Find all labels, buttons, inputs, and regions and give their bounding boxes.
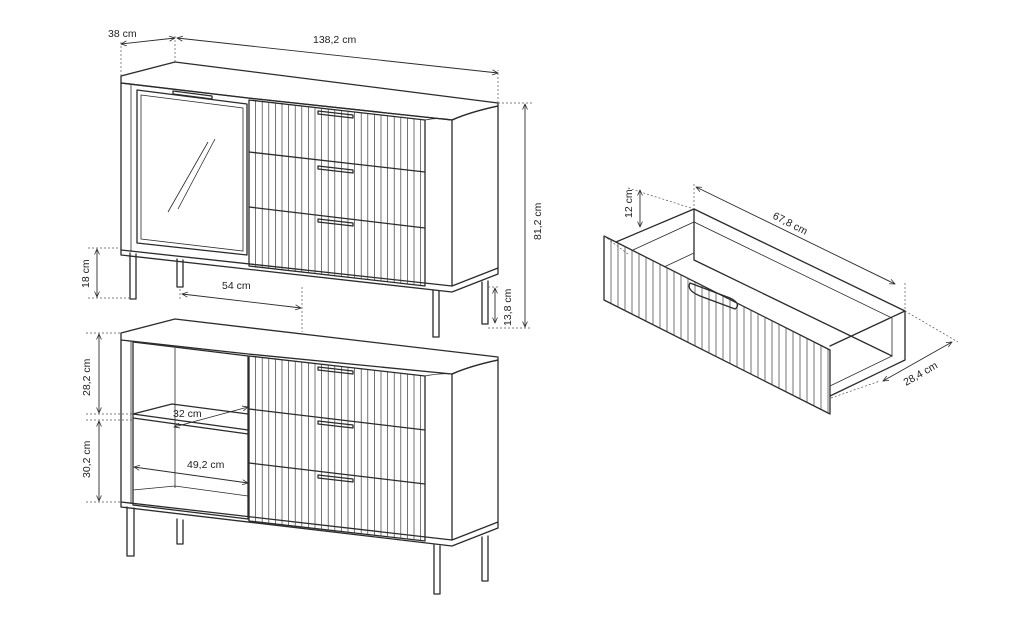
drawer-view bbox=[603, 208, 906, 415]
leg bbox=[129, 252, 137, 300]
label-drawer-depth: 28,4 cm bbox=[902, 359, 941, 388]
glass-door bbox=[136, 89, 248, 256]
sideboard-open-view bbox=[120, 318, 499, 595]
label-floor-clearance: 13,8 cm bbox=[502, 288, 514, 326]
drawer-handle bbox=[317, 110, 354, 119]
fluted-drawer-fronts bbox=[255, 100, 421, 286]
front-face bbox=[120, 82, 453, 287]
label-inner-width-bottom: 49,2 cm bbox=[187, 459, 225, 471]
dimension-lines bbox=[86, 36, 959, 503]
top-surface bbox=[120, 318, 499, 375]
drawer-handle bbox=[317, 420, 354, 429]
leg bbox=[176, 258, 184, 288]
drawer-front bbox=[603, 235, 831, 415]
drawer-handle bbox=[317, 165, 354, 174]
drawer-handle bbox=[317, 366, 354, 375]
open-compartment bbox=[132, 341, 249, 520]
front-face bbox=[120, 339, 453, 541]
leg bbox=[432, 289, 440, 338]
label-height: 81,2 cm bbox=[532, 202, 544, 240]
side-face bbox=[451, 359, 499, 541]
leg bbox=[126, 506, 135, 557]
fluted-drawer-fronts bbox=[255, 356, 421, 541]
label-inner-width-top: 54 cm bbox=[222, 280, 251, 292]
plinth bbox=[120, 249, 499, 293]
label-drawer-length: 67,8 cm bbox=[771, 210, 810, 238]
label-upper-compartment: 28,2 cm bbox=[81, 358, 93, 396]
leg bbox=[176, 518, 184, 545]
drawer-handle bbox=[688, 282, 739, 310]
label-shelf-depth: 32 cm bbox=[173, 408, 202, 420]
label-drawer-height: 12 cm bbox=[623, 189, 635, 218]
drawer-handle bbox=[317, 474, 354, 483]
sideboard-closed-view bbox=[120, 61, 499, 338]
drawer-box bbox=[615, 208, 906, 347]
fluted-drawer-panel bbox=[610, 239, 829, 413]
label-width: 138,2 cm bbox=[313, 34, 356, 46]
leg bbox=[481, 280, 489, 325]
label-depth: 38 cm bbox=[108, 28, 137, 40]
label-lower-compartment: 30,2 cm bbox=[81, 440, 93, 478]
leg bbox=[481, 535, 489, 582]
label-leg-height: 18 cm bbox=[80, 259, 92, 288]
door-handle bbox=[172, 90, 213, 100]
side-face bbox=[451, 105, 499, 287]
drawer-handle bbox=[317, 218, 354, 227]
leg bbox=[433, 544, 441, 595]
